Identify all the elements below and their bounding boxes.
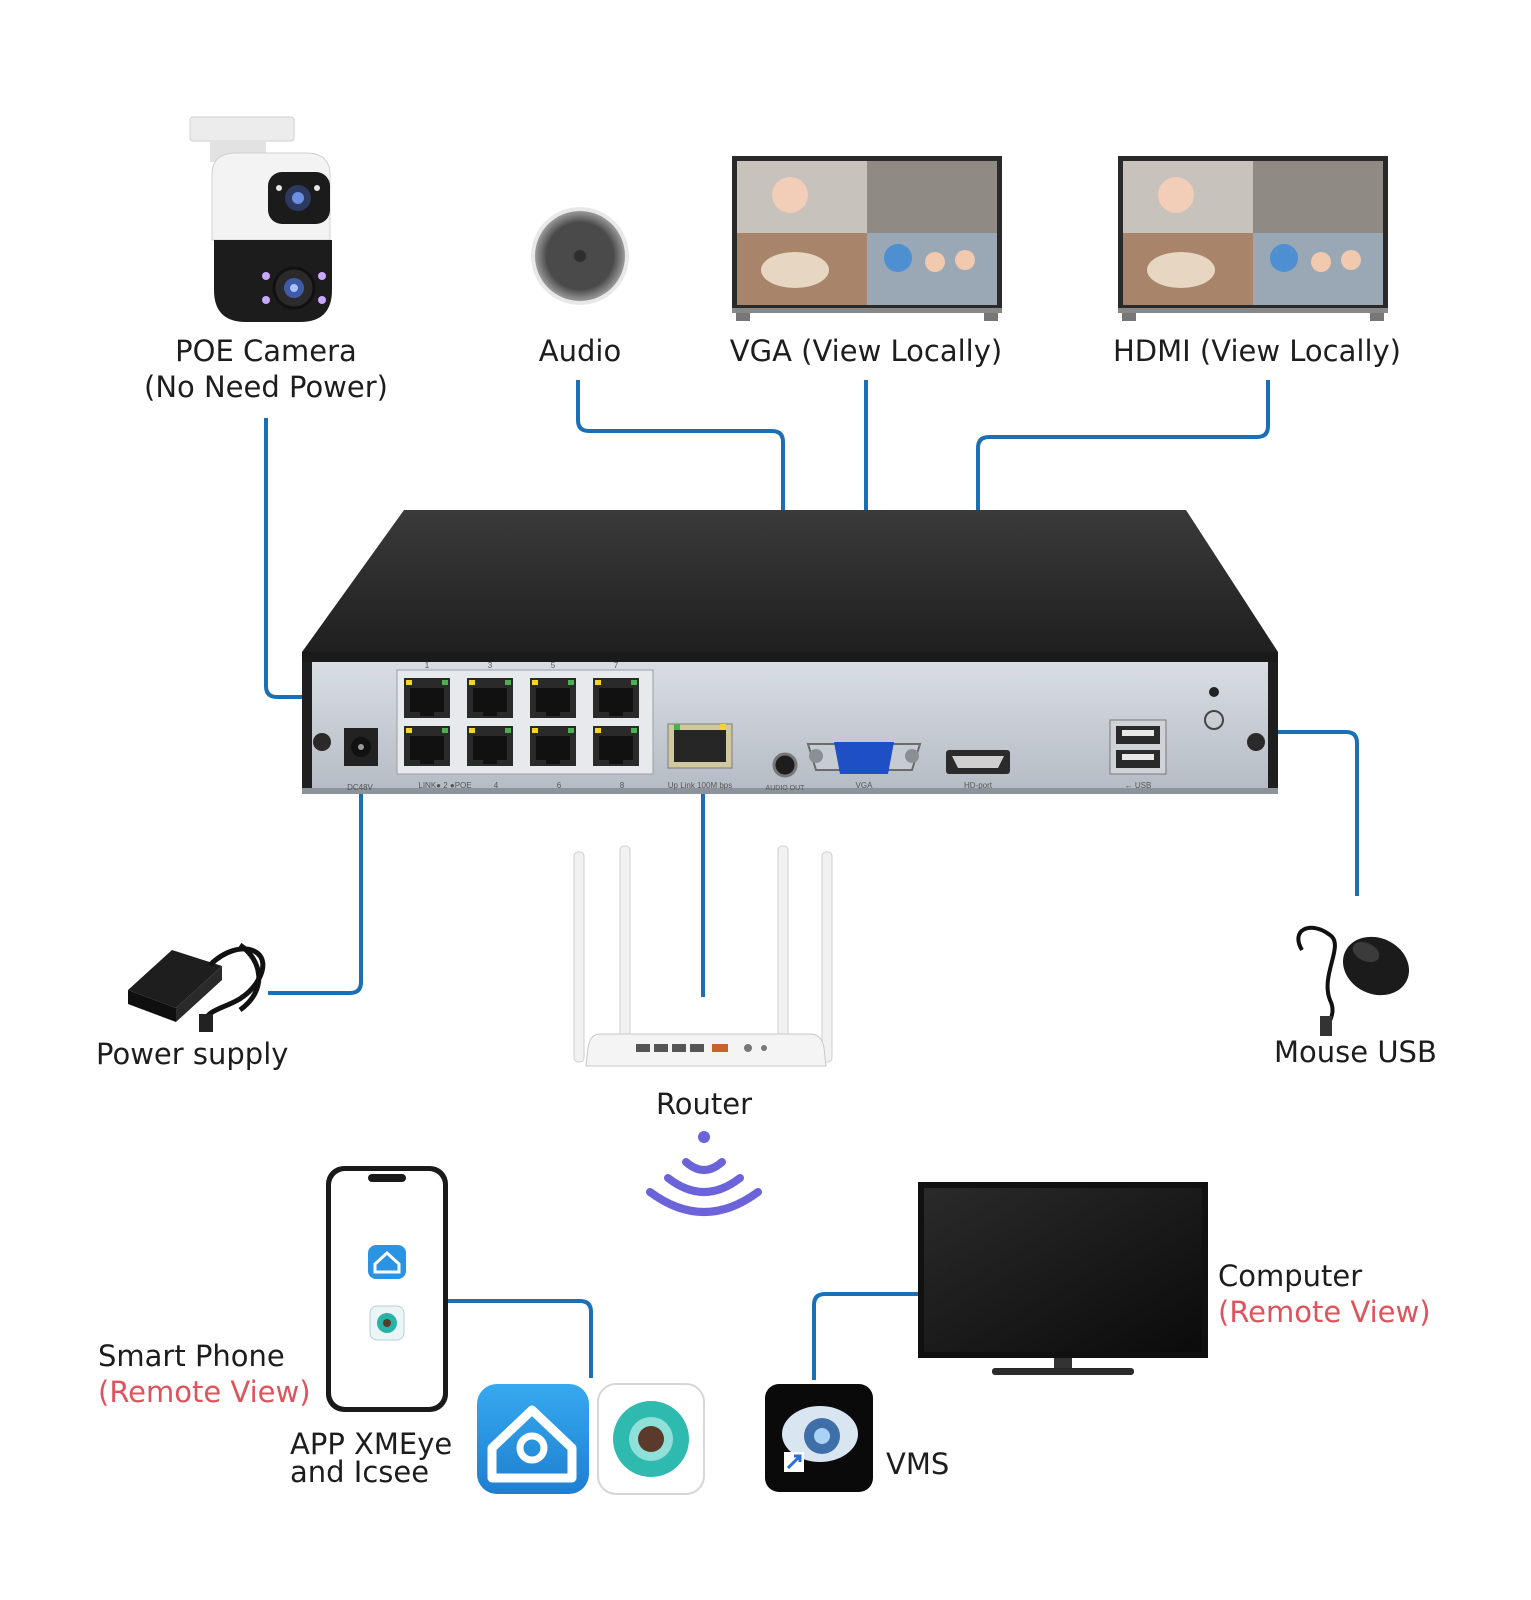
poe-port	[404, 726, 450, 766]
label-router: Router	[655, 1087, 753, 1121]
line-computer-to-vms	[812, 1292, 918, 1380]
poe-port-grid	[404, 678, 639, 766]
poe-port	[404, 678, 450, 718]
wifi-icon	[646, 1131, 762, 1216]
nvr-port-8-label: 8	[620, 781, 625, 790]
nvr-port-5-label: 5	[551, 661, 556, 670]
label-vms: VMS	[886, 1447, 950, 1481]
label-app: APP XMEye and Icsee	[290, 1427, 453, 1489]
label-computer-title: Computer	[1218, 1259, 1363, 1293]
mouse-icon	[1296, 925, 1410, 1036]
label-mouse-usb: Mouse USB	[1274, 1035, 1437, 1069]
nvr-audio-out-label: AUDIO OUT	[766, 785, 806, 792]
computer-monitor-icon	[918, 1182, 1208, 1375]
label-smart-phone-sub: (Remote View)	[98, 1375, 311, 1409]
monitor-icon	[732, 156, 1002, 321]
icsee-app-icon	[597, 1383, 705, 1495]
line-dc-to-power	[268, 752, 363, 995]
line-usb-to-mouse	[1146, 730, 1359, 896]
nvr-hdmi-label: HD-port	[964, 781, 993, 790]
nvr-port-7-label: 7	[614, 661, 619, 670]
poe-port	[593, 726, 639, 766]
line-phone-to-app	[448, 1299, 593, 1378]
vms-app-icon	[765, 1384, 873, 1492]
label-smart-phone-title: Smart Phone	[98, 1339, 285, 1373]
label-computer: Computer (Remote View)	[1218, 1258, 1431, 1330]
nvr-dc-label: DC48V	[347, 783, 373, 792]
monitor-icon	[1118, 156, 1388, 321]
label-app-line2: and Icsee	[290, 1455, 430, 1489]
poe-port	[593, 678, 639, 718]
line-camera-to-poe	[264, 418, 420, 699]
router-icon	[573, 845, 833, 1067]
camera-icon	[189, 116, 332, 322]
label-poe-camera: POE Camera (No Need Power)	[138, 333, 394, 405]
nvr-vga-label: VGA	[856, 781, 874, 790]
poe-port	[530, 726, 576, 766]
nvr-port-6-label: 6	[557, 781, 562, 790]
line-audio-to-audio-out	[576, 380, 785, 760]
label-power-supply: Power supply	[96, 1037, 289, 1071]
nvr-port-3-label: 3	[488, 661, 493, 670]
smartphone-icon	[326, 1166, 448, 1412]
xmeye-app-icon	[477, 1384, 589, 1494]
poe-port	[530, 678, 576, 718]
label-computer-sub: (Remote View)	[1218, 1295, 1431, 1329]
speaker-icon	[531, 207, 629, 305]
label-hdmi: HDMI (View Locally)	[1113, 334, 1401, 368]
label-app-line1: APP XMEye	[290, 1427, 453, 1461]
power-adapter-icon	[128, 942, 266, 1032]
nvr-port-1-label: 1	[425, 661, 430, 670]
nvr-port-4-label: 4	[494, 781, 499, 790]
poe-port	[467, 726, 513, 766]
label-vga: VGA (View Locally)	[729, 334, 1003, 368]
label-smart-phone: Smart Phone (Remote View)	[98, 1338, 311, 1410]
nvr-uplink-label: Up Link 100M bps	[668, 781, 732, 790]
line-hdmi-monitor-to-hdmi	[976, 380, 1270, 756]
poe-port	[467, 678, 513, 718]
label-audio: Audio	[538, 334, 622, 368]
nvr-usb-label: ← USB	[1125, 781, 1152, 790]
nvr-link-poe-label: LINK● 2 ●POE	[418, 781, 471, 790]
label-poe-camera-line2: (No Need Power)	[144, 370, 388, 404]
label-poe-camera-line1: POE Camera	[175, 334, 357, 368]
nvr-icon: DC48V 1 3 5 7 LINK● 2 ●POE 4 6 8 Up Link…	[302, 510, 1278, 794]
